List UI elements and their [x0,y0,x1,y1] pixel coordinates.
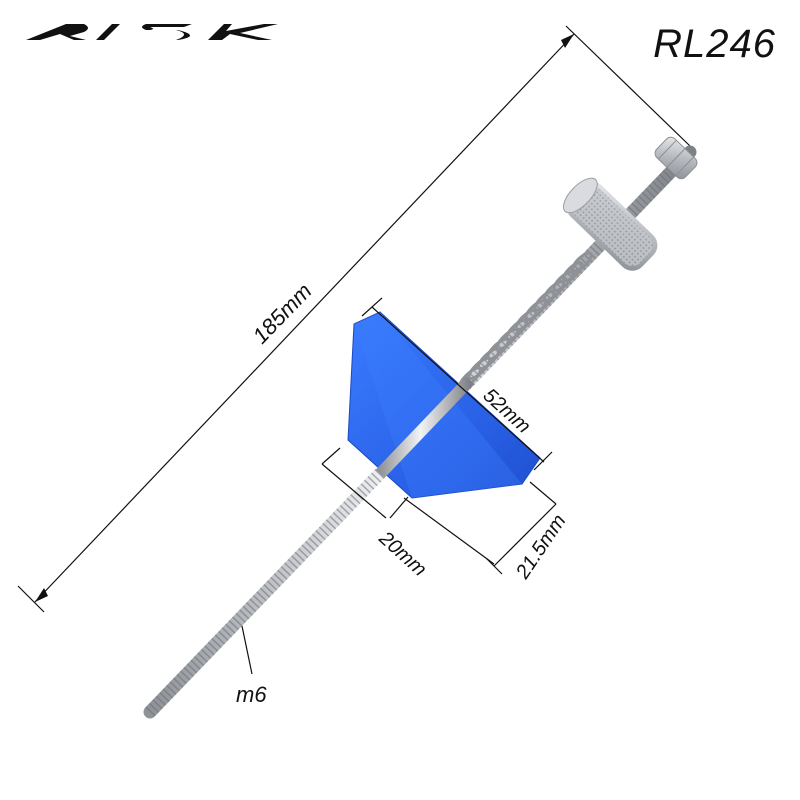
length-dimension [17,25,691,613]
spring-coil [571,251,593,273]
spring-coil [552,270,575,292]
bottom-label: 20mm [374,527,431,581]
diameter-dimension [361,297,553,471]
length-label: 185mm [248,278,317,348]
top-nut [654,136,698,180]
spring-coil [533,289,556,312]
thread-leader [241,625,253,675]
risk-logo [26,24,278,40]
knurled-knob [562,177,658,271]
height-dimension [403,481,557,575]
spring-coil [524,299,547,322]
height-label: 21.5mm [511,511,570,584]
spring-coil [542,280,566,302]
spring [457,251,593,390]
thread-label: m6 [236,682,267,707]
bottom-dimension [321,447,409,519]
spring-coil [561,261,584,283]
model-number: RL246 [653,22,776,66]
